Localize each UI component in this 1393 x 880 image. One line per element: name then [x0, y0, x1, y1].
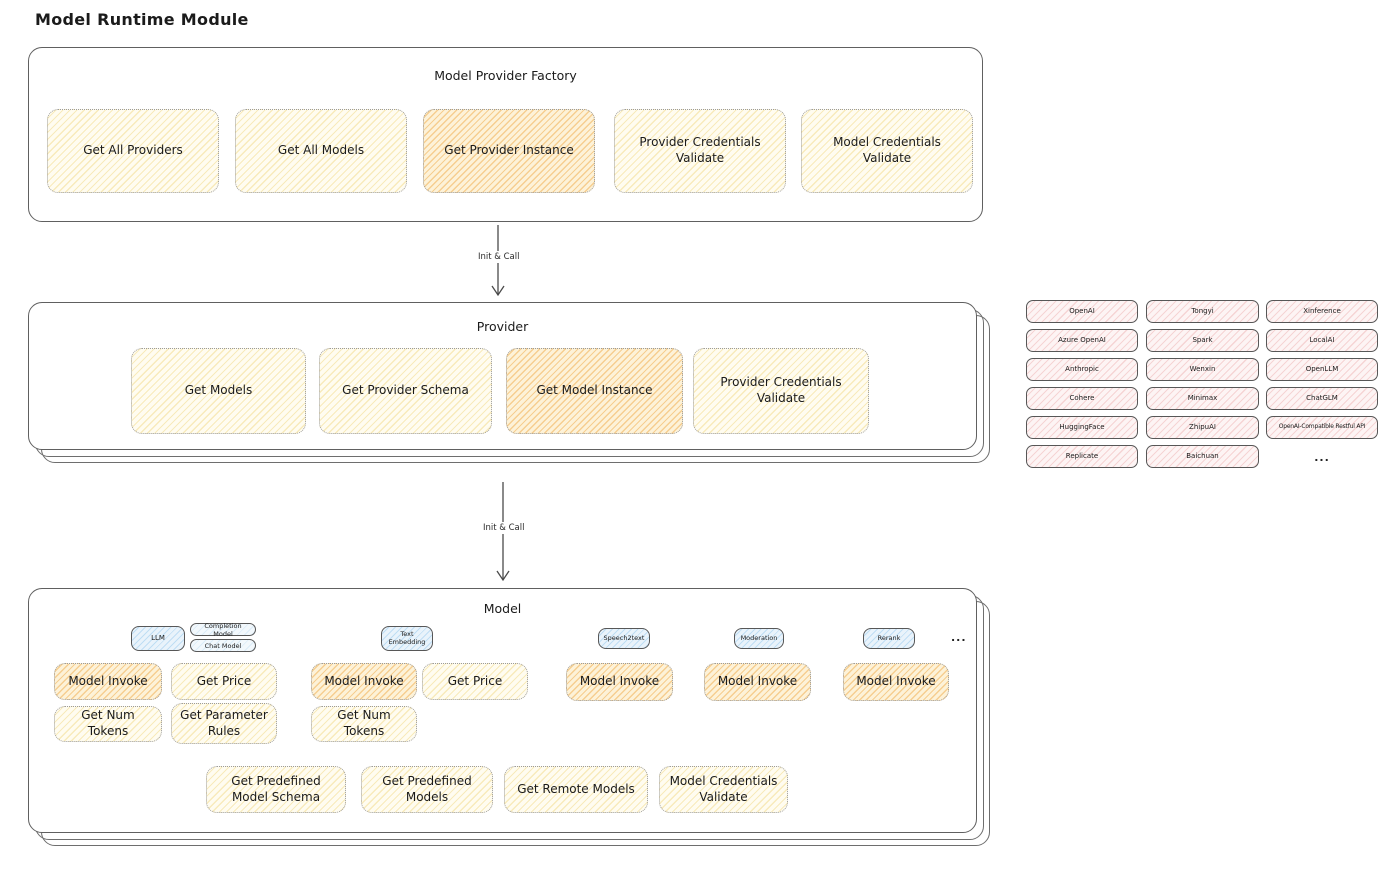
text-embedding-get-price: Get Price	[422, 663, 528, 700]
provider-item-zhipuai: ZhipuAI	[1146, 416, 1259, 439]
moderation-model-invoke: Model Invoke	[704, 663, 811, 701]
tag-text-embedding: Text Embedding	[381, 626, 433, 651]
model-tags-more: ...	[951, 631, 967, 644]
provider-list-more: ...	[1314, 450, 1330, 464]
speech2text-model-invoke: Model Invoke	[566, 663, 673, 701]
provider-box-get-provider-schema: Get Provider Schema	[319, 348, 492, 434]
provider-item-huggingface: HuggingFace	[1026, 416, 1138, 439]
provider-item-openllm: OpenLLM	[1266, 358, 1378, 381]
factory-title: Model Provider Factory	[434, 68, 577, 83]
tag-rerank: Rerank	[863, 628, 915, 649]
model-credentials-validate: Model Credentials Validate	[659, 766, 788, 813]
provider-item-openai: OpenAI	[1026, 300, 1138, 323]
rerank-model-invoke: Model Invoke	[843, 663, 949, 701]
llm-get-num-tokens: Get Num Tokens	[54, 706, 162, 742]
provider-item-xinference: Xinference	[1266, 300, 1378, 323]
llm-get-parameter-rules: Get Parameter Rules	[171, 703, 277, 744]
provider-item-localai: LocalAI	[1266, 329, 1378, 352]
tag-moderation: Moderation	[734, 628, 784, 649]
provider-box-get-model-instance: Get Model Instance	[506, 348, 683, 434]
arrow-label-init-call-1: Init & Call	[474, 251, 524, 263]
tag-llm: LLM	[131, 626, 185, 651]
factory-box-model-credentials-validate: Model Credentials Validate	[801, 109, 973, 193]
model-container: Model LLM Completion Model Chat Model Te…	[28, 588, 977, 833]
factory-box-get-all-providers: Get All Providers	[47, 109, 219, 193]
tag-chat-model: Chat Model	[190, 639, 256, 652]
provider-box-provider-credentials-validate: Provider Credentials Validate	[693, 348, 869, 434]
get-remote-models: Get Remote Models	[504, 766, 648, 813]
factory-box-get-provider-instance: Get Provider Instance	[423, 109, 595, 193]
provider-item-openai-compatible: OpenAI-Compatible Restful API	[1266, 416, 1378, 439]
factory-container: Model Provider Factory Get All Providers…	[28, 47, 983, 222]
provider-item-anthropic: Anthropic	[1026, 358, 1138, 381]
provider-box-get-models: Get Models	[131, 348, 306, 434]
tag-completion-model: Completion Model	[190, 622, 256, 638]
arrow-label-init-call-2: Init & Call	[479, 522, 529, 534]
model-title: Model	[483, 601, 522, 616]
provider-item-baichuan: Baichuan	[1146, 445, 1259, 468]
get-predefined-models: Get Predefined Models	[361, 766, 493, 813]
get-predefined-model-schema: Get Predefined Model Schema	[206, 766, 346, 813]
factory-box-provider-credentials-validate: Provider Credentials Validate	[614, 109, 786, 193]
text-embedding-model-invoke: Model Invoke	[311, 663, 417, 700]
provider-item-tongyi: Tongyi	[1146, 300, 1259, 323]
llm-get-price: Get Price	[171, 663, 277, 700]
llm-model-invoke: Model Invoke	[54, 663, 162, 700]
provider-container: Provider Get Models Get Provider Schema …	[28, 302, 977, 450]
provider-item-azure-openai: Azure OpenAI	[1026, 329, 1138, 352]
tag-speech2text: Speech2text	[598, 628, 650, 649]
provider-title: Provider	[476, 319, 529, 334]
factory-box-get-all-models: Get All Models	[235, 109, 407, 193]
provider-item-wenxin: Wenxin	[1146, 358, 1259, 381]
provider-item-replicate: Replicate	[1026, 445, 1138, 468]
provider-item-cohere: Cohere	[1026, 387, 1138, 410]
page-title: Model Runtime Module	[35, 10, 249, 29]
text-embedding-get-num-tokens: Get Num Tokens	[311, 706, 417, 742]
provider-item-spark: Spark	[1146, 329, 1259, 352]
provider-item-chatglm: ChatGLM	[1266, 387, 1378, 410]
provider-item-minimax: Minimax	[1146, 387, 1259, 410]
